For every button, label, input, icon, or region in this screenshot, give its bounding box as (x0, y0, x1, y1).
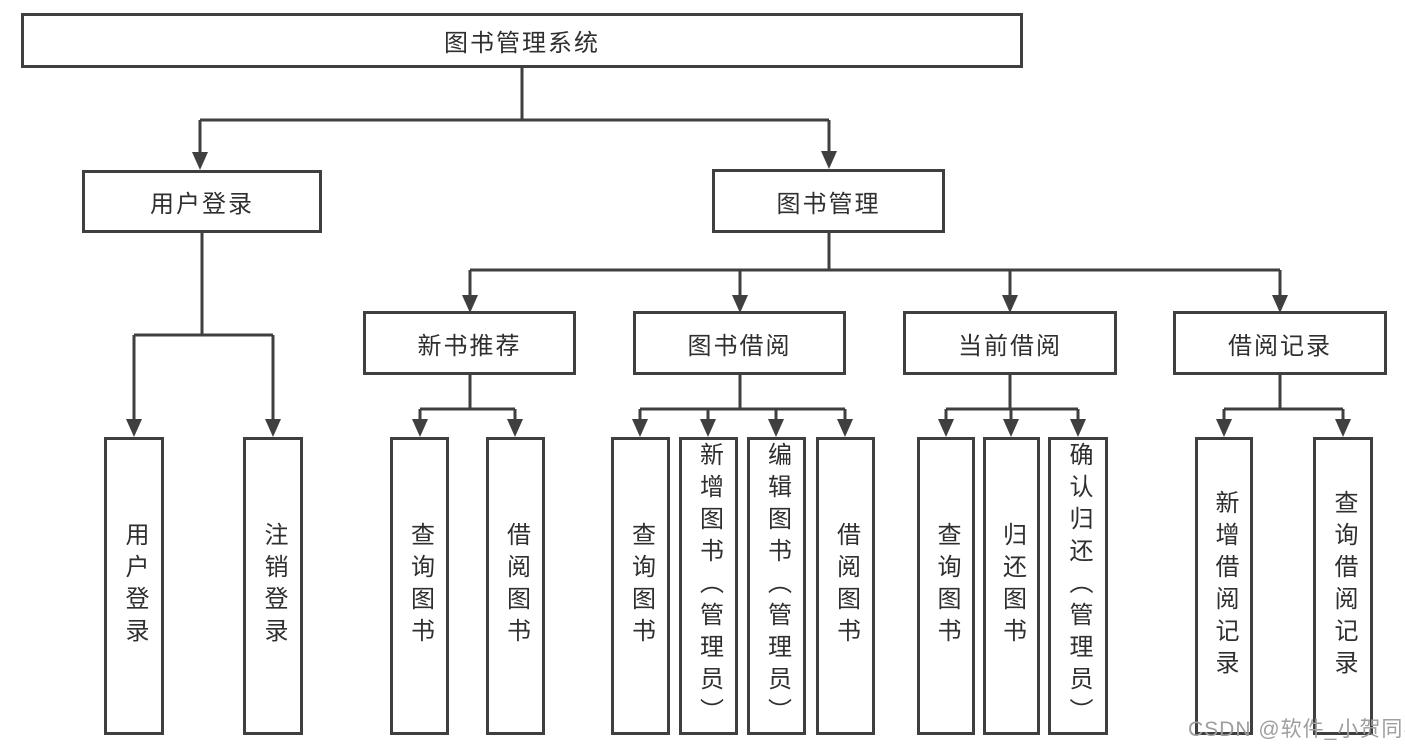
node-book-management-label: 图书管理 (776, 190, 881, 218)
node-root: 图书管理系统 (21, 13, 1023, 68)
leaf-confirm-return-admin-label: 确认归还（管理员） (1065, 442, 1092, 730)
node-new-book-recommend: 新书推荐 (363, 311, 576, 375)
leaf-logout-label: 注销登录 (260, 522, 287, 650)
leaf-logout: 注销登录 (243, 437, 303, 735)
leaf-query-borrow-record-label: 查询借阅记录 (1330, 490, 1357, 682)
leaf-query-book-recommend-label: 查询图书 (406, 522, 434, 650)
leaf-query-book-recommend: 查询图书 (390, 437, 449, 735)
leaf-borrow-book-label: 借阅图书 (832, 522, 860, 650)
node-new-book-recommend-label: 新书推荐 (417, 332, 522, 360)
leaf-add-book-admin: 新增图书（管理员） (679, 437, 738, 735)
leaf-borrow-book: 借阅图书 (816, 437, 875, 735)
node-user-login: 用户登录 (82, 170, 322, 233)
leaf-return-book: 归还图书 (983, 437, 1040, 735)
node-borrow-record: 借阅记录 (1173, 311, 1387, 375)
leaf-query-borrow-record: 查询借阅记录 (1313, 437, 1373, 735)
node-current-borrow-label: 当前借阅 (958, 332, 1062, 360)
leaf-user-login-label: 用户登录 (121, 522, 148, 650)
node-user-login-label: 用户登录 (150, 191, 254, 218)
leaf-add-borrow-record: 新增借阅记录 (1195, 437, 1253, 735)
leaf-query-book-borrow-label: 查询图书 (627, 522, 655, 650)
leaf-edit-book-admin: 编辑图书（管理员） (747, 437, 806, 735)
leaf-borrow-book-recommend: 借阅图书 (486, 437, 545, 735)
leaf-query-book-borrow: 查询图书 (611, 437, 670, 735)
leaf-return-book-label: 归还图书 (998, 522, 1026, 650)
leaf-query-book-current: 查询图书 (917, 437, 975, 735)
node-borrow-record-label: 借阅记录 (1228, 332, 1332, 360)
node-book-management: 图书管理 (712, 169, 945, 233)
csdn-watermark: CSDN @软件_小贺同学 (1188, 718, 1405, 741)
leaf-query-book-current-label: 查询图书 (933, 522, 960, 650)
leaf-borrow-book-recommend-label: 借阅图书 (502, 522, 530, 650)
node-book-borrow: 图书借阅 (633, 311, 846, 375)
leaf-add-borrow-record-label: 新增借阅记录 (1211, 490, 1238, 682)
leaf-edit-book-admin-label: 编辑图书（管理员） (763, 442, 791, 730)
leaf-user-login: 用户登录 (104, 437, 164, 735)
node-book-borrow-label: 图书借阅 (687, 332, 792, 360)
leaf-add-book-admin-label: 新增图书（管理员） (695, 442, 723, 730)
node-root-label: 图书管理系统 (444, 30, 600, 57)
node-current-borrow: 当前借阅 (903, 311, 1117, 375)
leaf-confirm-return-admin: 确认归还（管理员） (1048, 437, 1108, 735)
